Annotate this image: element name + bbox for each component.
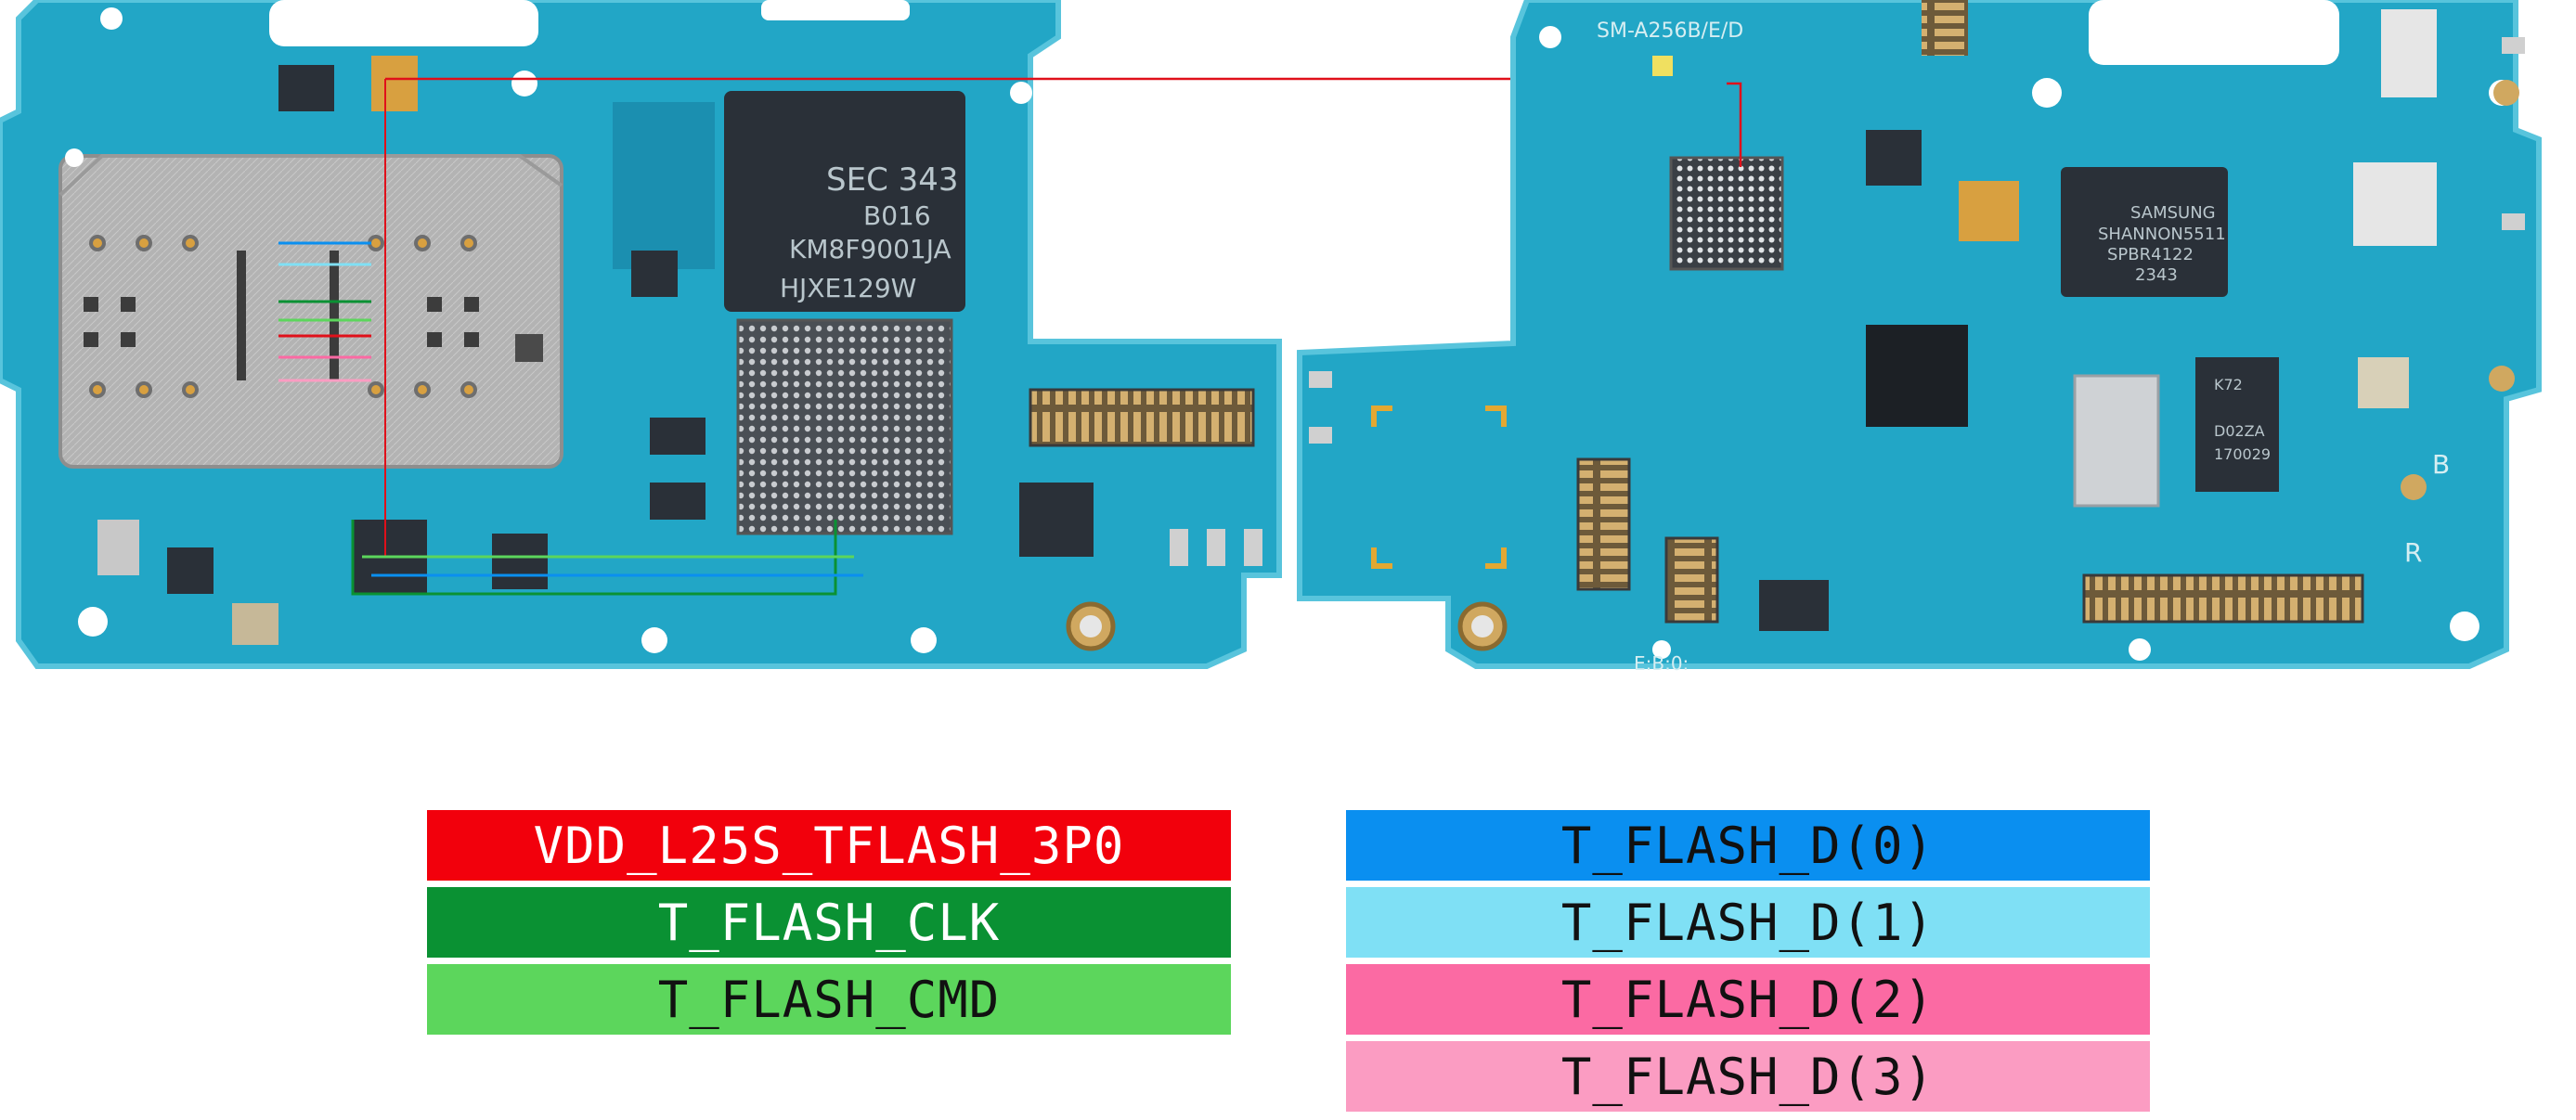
k72-chip-text-3: 170029 [2214,445,2271,463]
modem-chip-text-1: SAMSUNG [2130,203,2216,223]
board-code: E:B:0: [1634,652,1689,675]
corner-letter-r: R [2404,537,2422,568]
memory-chip-text-4: HJXE129W [780,273,916,303]
memory-chip-text-3: KM8F9001JA [789,234,951,264]
legend-t-flash-cmd: T_FLASH_CMD [427,964,1231,1035]
legend-t-flash-d1: T_FLASH_D(1) [1346,887,2150,958]
legend-vdd-l25s-tflash-3p0: VDD_L25S_TFLASH_3P0 [427,810,1231,881]
k72-chip-text-1: K72 [2214,376,2243,393]
k72-chip-text-2: D02ZA [2214,422,2265,440]
corner-letter-b: B [2432,449,2450,480]
modem-chip-text-3: SPBR4122 [2107,245,2194,264]
memory-chip-text-1: SEC 343 [826,161,959,199]
left-board: SEC 343 B016 KM8F9001JA HJXE129W [0,0,1793,669]
model-label: SM-A256B/E/D [1597,19,1743,43]
legend-t-flash-d0: T_FLASH_D(0) [1346,810,2150,881]
modem-chip-text-4: 2343 [2135,265,2178,285]
memory-chip-text-2: B016 [863,200,931,231]
modem-chip-text-2: SHANNON5511 [2098,225,2226,244]
legend-t-flash-d3: T_FLASH_D(3) [1346,1041,2150,1112]
legend-t-flash-d2: T_FLASH_D(2) [1346,964,2150,1035]
right-board: SM-A256B/E/D SAMSUNG SHANNON5511 SPBR412… [1297,0,2542,675]
legend-t-flash-clk: T_FLASH_CLK [427,887,1231,958]
pcb-board-diagram: SEC 343 B016 KM8F9001JA HJXE129W [0,0,2542,675]
